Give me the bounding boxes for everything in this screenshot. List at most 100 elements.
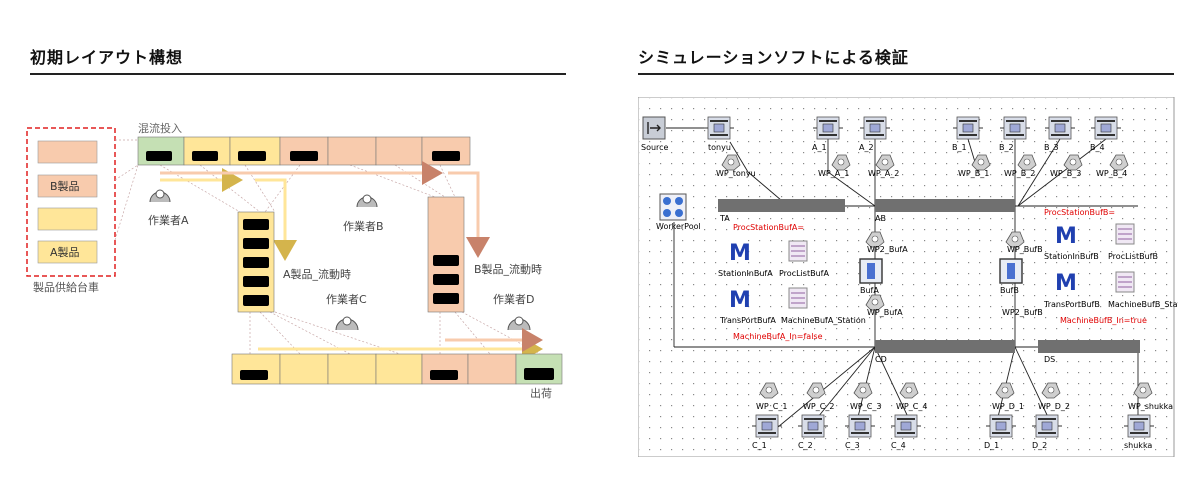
label-wp-a2: WP_A_2 (868, 169, 899, 178)
label-a1: A_1 (812, 143, 827, 152)
worker-d-label: 作業者D (493, 293, 534, 306)
worker-pool-icon[interactable] (659, 193, 687, 221)
a-rack-workpieces (243, 219, 269, 306)
label-proc-list-buf-a: ProcListBufA (779, 269, 829, 278)
label-c1: C_1 (752, 441, 767, 450)
label-machine-buf-b-station: MachineBufB_Stati (1108, 300, 1178, 309)
worker-d-icon (507, 316, 531, 331)
label-wp-c2: WP_C_2 (803, 402, 834, 411)
proc-list-buf-a-icon[interactable] (788, 240, 808, 262)
supply-slot-3 (37, 207, 98, 231)
station-c3[interactable] (844, 414, 876, 438)
b-flow-rack (427, 196, 465, 313)
label-wp-b2: WP_B_2 (1004, 169, 1035, 178)
label-transport-buf-b: TransPortBufB (1043, 300, 1100, 309)
label-wp2-bufa-top: WP2_BufA (867, 245, 908, 254)
conveyor-cd (875, 340, 1015, 353)
proc-list-buf-b-icon[interactable] (1115, 223, 1135, 245)
label-b3: B_3 (1044, 143, 1059, 152)
supply-cart-label: 製品供給台車 (33, 280, 99, 294)
mixed-input-label: 混流投入 (138, 121, 182, 135)
bottom-slot-2 (279, 353, 329, 385)
label-buf-b: BufB (1000, 286, 1019, 295)
b-rack-workpieces (433, 255, 459, 304)
station-in-buf-b-icon[interactable]: M (1052, 223, 1077, 249)
left-heading-rule (30, 73, 566, 75)
label-b4: B_4 (1090, 143, 1105, 152)
left-heading: 初期レイアウト構想 (30, 48, 184, 67)
label-b2: B_2 (999, 143, 1014, 152)
station-tonyu[interactable] (703, 116, 735, 140)
simulation-diagram: TA AB CD DS Source tonyu WP_tonyu A_1 A_… (638, 97, 1178, 457)
machine-buf-a-station-icon[interactable] (788, 287, 808, 309)
label-a2: A_2 (859, 143, 874, 152)
label-wp-d1: WP_D_1 (992, 402, 1024, 411)
label-ab: AB (875, 214, 886, 223)
a-product-label: A製品 (50, 245, 80, 259)
bottom-slot-4 (375, 353, 423, 385)
worker-c-label: 作業者C (326, 293, 367, 306)
conveyor-ta (718, 199, 845, 212)
station-b2[interactable] (999, 116, 1031, 140)
buf-a-icon[interactable] (859, 258, 883, 284)
a-flow-arrow-down (255, 178, 297, 261)
station-a1[interactable] (812, 116, 844, 140)
label-machine-buf-a-in: MachineBufA_In=false (733, 332, 823, 341)
station-c4[interactable] (890, 414, 922, 438)
station-shukka[interactable] (1123, 414, 1155, 438)
label-wp-b3: WP_B_3 (1050, 169, 1081, 178)
supply-cart-box (26, 127, 116, 277)
label-ds: DS (1044, 355, 1055, 364)
label-proc-station-buf-a: ProcStationBufA= (733, 223, 804, 232)
label-c2: C_2 (798, 441, 813, 450)
station-c1[interactable] (751, 414, 783, 438)
label-wp-tonyu: WP_tonyu (716, 169, 756, 178)
station-b4[interactable] (1090, 116, 1122, 140)
label-wp-bufa: WP_BufA (867, 308, 903, 317)
b-flow-arrow-down (448, 171, 490, 258)
right-heading: シミュレーションソフトによる検証 (638, 48, 909, 67)
bottom-workpieces (240, 368, 554, 380)
buf-b-icon[interactable] (999, 258, 1023, 284)
transport-buf-b-icon[interactable]: M (1052, 270, 1077, 296)
b-product-label: B製品 (50, 179, 80, 193)
label-wp-a1: WP_A_1 (818, 169, 849, 178)
worker-c-icon (335, 316, 359, 331)
b-flow-label: B製品_流動時 (474, 262, 542, 276)
station-b3[interactable] (1044, 116, 1076, 140)
station-in-buf-a-icon[interactable]: M (726, 240, 751, 266)
top-slot-5 (327, 136, 377, 166)
worker-b-icon (356, 194, 378, 208)
label-wp-d2: WP_D_2 (1038, 402, 1070, 411)
supply-slot-a (37, 240, 98, 264)
worker-b-label: 作業者B (343, 220, 384, 233)
label-buf-a: BufA (860, 286, 879, 295)
station-a2[interactable] (859, 116, 891, 140)
label-d1: D_1 (984, 441, 999, 450)
a-flow-label: A製品_流動時 (283, 267, 351, 281)
station-c2[interactable] (797, 414, 829, 438)
label-c3: C_3 (845, 441, 860, 450)
worker-a-label: 作業者A (148, 214, 189, 227)
label-ta: TA (719, 214, 730, 223)
transport-buf-a-icon[interactable]: M (726, 287, 751, 313)
station-d2[interactable] (1031, 414, 1063, 438)
label-wp2-bufb: WP2_BufB (1002, 308, 1043, 317)
label-machine-buf-a-station: MachineBufA_Station (781, 316, 866, 325)
label-wp-c1: WP_C_1 (756, 402, 787, 411)
label-worker-pool: WorkerPool (656, 222, 701, 231)
station-b1[interactable] (952, 116, 984, 140)
source-icon[interactable] (642, 116, 666, 140)
machine-buf-b-station-icon[interactable] (1115, 271, 1135, 293)
shipping-label: 出荷 (530, 386, 552, 400)
label-wp-b1: WP_B_1 (958, 169, 989, 178)
svg-text:M: M (1055, 271, 1077, 296)
label-wp-shukka: WP_shukka (1128, 402, 1173, 411)
conveyor-ab (875, 199, 1015, 212)
station-d1[interactable] (985, 414, 1017, 438)
right-heading-rule (638, 73, 1174, 75)
label-c4: C_4 (891, 441, 906, 450)
label-station-in-buf-b: StationInBufB (1044, 252, 1099, 261)
top-slot-6 (375, 136, 423, 166)
conveyor-ds (1038, 340, 1140, 353)
